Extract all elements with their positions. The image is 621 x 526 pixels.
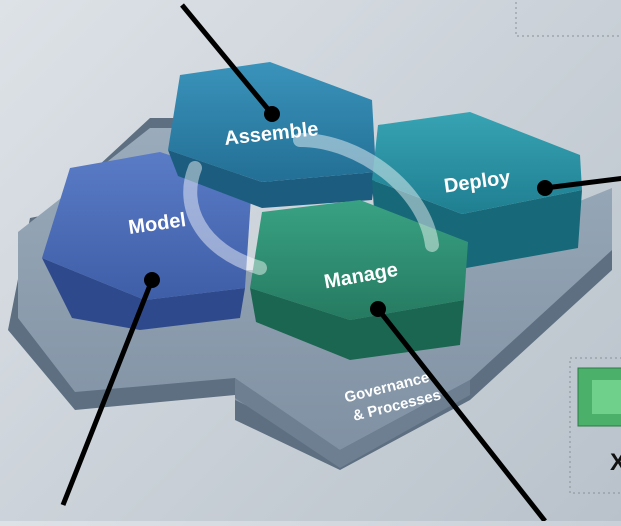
- hex-model: [42, 152, 252, 330]
- bottom-right-frame: [569, 357, 621, 494]
- partial-letter: X: [610, 449, 621, 476]
- callout-deploy: [537, 175, 621, 196]
- callout-model: [60, 272, 160, 506]
- callout-manage: [370, 301, 547, 523]
- cycle-arrow-right: [293, 133, 439, 252]
- callout-assemble: [180, 3, 280, 122]
- hex-manage: [250, 200, 468, 360]
- green-widget-icon-face: [592, 380, 621, 414]
- top-right-frame: [515, 0, 621, 37]
- cycle-arrow-left: [183, 161, 267, 275]
